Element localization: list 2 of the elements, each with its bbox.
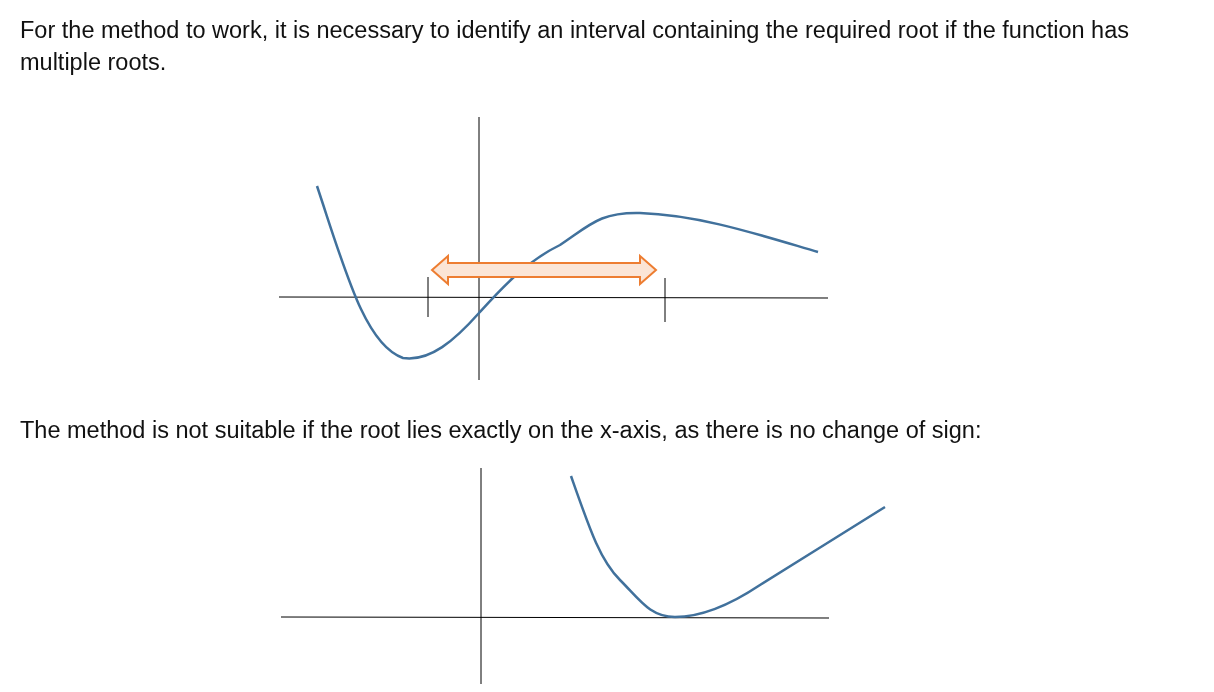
paragraph-text: The method is not suitable if the root lies exactly on the x-axis, as there is no change of sign: <box>20 416 983 445</box>
paragraph-text: For the method to work, it is necessary to identify an interval containing the required root if the function has multiple roots. <box>20 16 1130 77</box>
